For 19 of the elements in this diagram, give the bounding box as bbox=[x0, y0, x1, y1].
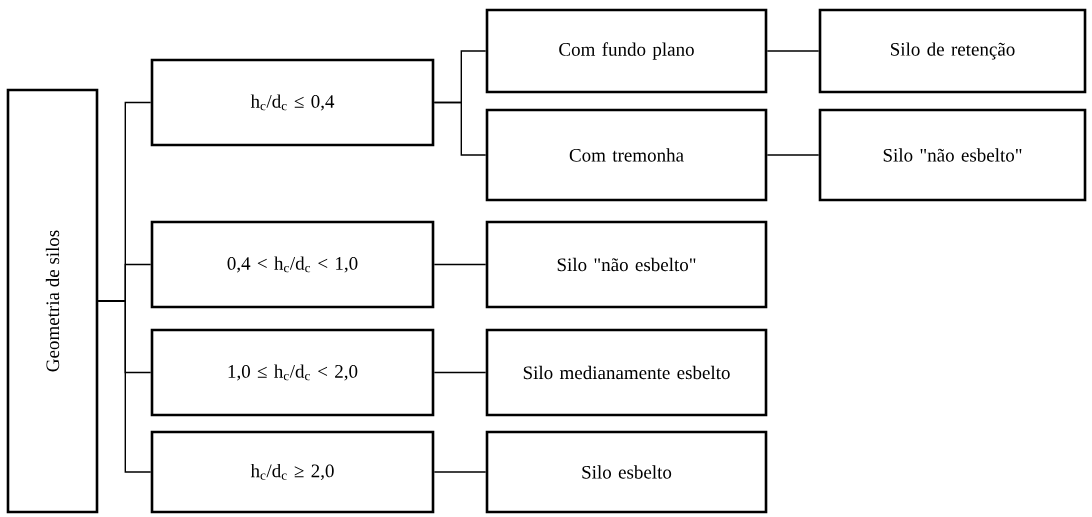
category-box: Geometria de silos bbox=[6, 88, 99, 514]
class-box: Silo esbelto bbox=[485, 430, 768, 514]
connector-line bbox=[766, 50, 820, 52]
class-box: Com fundo plano bbox=[485, 8, 768, 94]
class-box: Silo medianamente esbelto bbox=[485, 328, 768, 417]
connector-line bbox=[97, 300, 152, 473]
connector-line bbox=[433, 263, 487, 266]
connector-line bbox=[433, 101, 487, 156]
class-box: Silo "não esbelto" bbox=[485, 220, 768, 309]
category-box: 1,0 ≤ h$_{c}$/d$_{c}$ < 2,0 bbox=[150, 328, 435, 417]
connector-line bbox=[433, 471, 487, 473]
class-box: Silo de retenção bbox=[818, 8, 1087, 94]
category-box: 0,4 < h$_{c}$/d$_{c}$ < 1,0 bbox=[150, 220, 435, 309]
connector-line bbox=[433, 371, 487, 374]
category-box: h$_{c}$/d$_{c}$ ≤ 0,4 bbox=[150, 58, 435, 147]
connector-line bbox=[766, 154, 820, 156]
category-box: h$_{c}$/d$_{c}$ ≥ 2,0 bbox=[150, 430, 435, 514]
class-box: Silo "não esbelto" bbox=[818, 108, 1087, 202]
class-box: Com tremonha bbox=[485, 108, 768, 202]
